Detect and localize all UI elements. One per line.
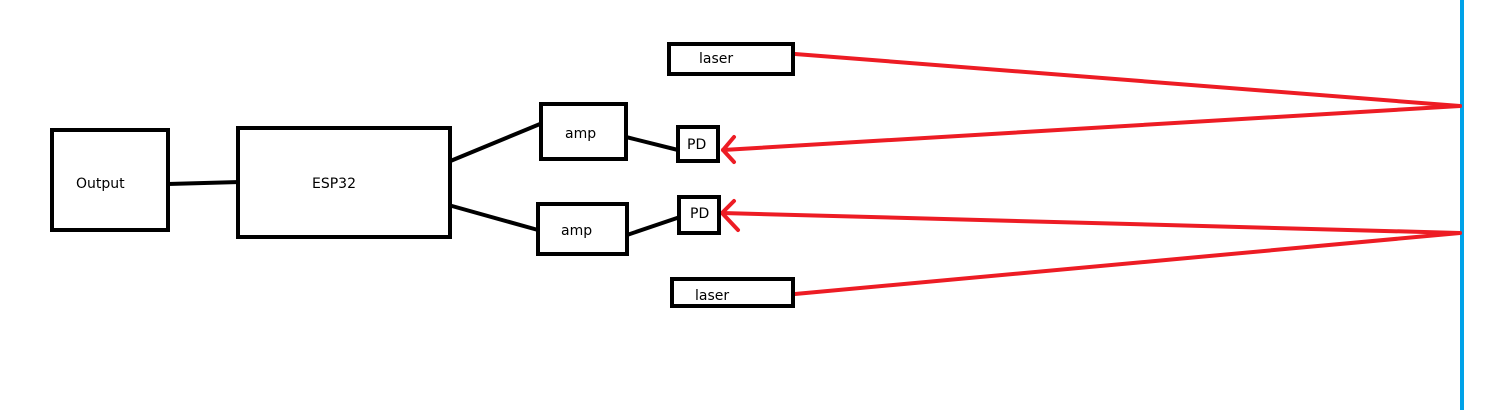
output-label: Output	[76, 176, 125, 192]
wire-amp-top-pd-top	[624, 135, 680, 152]
wire-esp32-amp-top	[446, 122, 542, 164]
beam-mirror-to-pd-bottom	[720, 211, 1462, 235]
arrowhead-pd-top	[721, 135, 736, 164]
esp32-label: ESP32	[312, 176, 356, 192]
pd-bottom-block: PD	[677, 195, 721, 235]
laser-bottom-label: laser	[695, 288, 729, 304]
wire-esp32-amp-bottom	[450, 204, 540, 232]
amp-bottom-block: amp	[536, 202, 629, 256]
pd-top-block: PD	[676, 125, 720, 163]
laser-top-label: laser	[699, 51, 733, 67]
wire-output-esp32	[166, 180, 242, 186]
amp-bottom-label: amp	[561, 223, 592, 239]
pd-top-label: PD	[687, 137, 706, 153]
amp-top-label: amp	[565, 126, 596, 142]
pd-bottom-label: PD	[690, 206, 709, 222]
beam-laser-bottom-to-mirror	[793, 231, 1462, 296]
amp-top-block: amp	[539, 102, 628, 161]
output-block: Output	[50, 128, 170, 232]
arrowhead-pd-bottom	[720, 199, 740, 232]
laser-bottom-block: laser	[670, 277, 795, 308]
wire-amp-bottom-pd-bottom	[625, 215, 682, 237]
beam-mirror-to-pd-top	[721, 104, 1462, 152]
laser-top-block: laser	[667, 42, 795, 76]
beam-laser-top-to-mirror	[793, 52, 1462, 108]
esp32-block: ESP32	[236, 126, 452, 239]
